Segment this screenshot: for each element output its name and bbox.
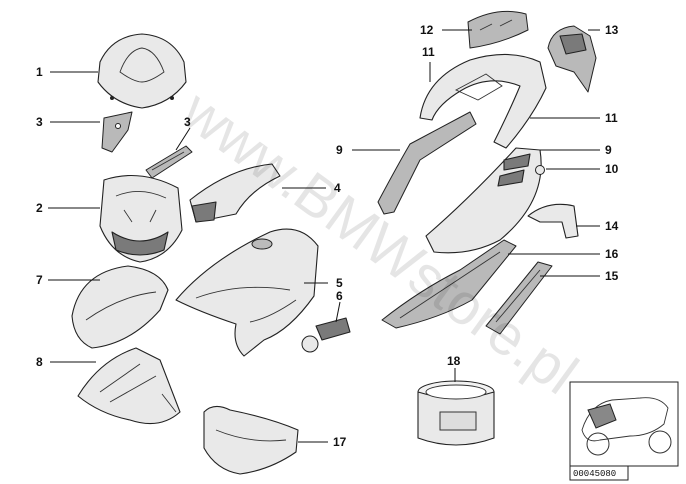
callout-15: 15 (605, 269, 619, 283)
callout-2: 2 (36, 201, 43, 215)
part-paint-tin (417, 380, 495, 446)
callout-16: 16 (605, 247, 619, 261)
callout-18: 18 (447, 354, 461, 368)
part-grommet (535, 165, 545, 175)
part-flap-6 (301, 317, 351, 353)
callout-11-right: 11 (605, 111, 618, 125)
part-inner-panel (77, 347, 181, 425)
callout-9-right: 9 (605, 143, 612, 157)
part-trim-strip (145, 145, 193, 179)
part-long-trim-16 (381, 239, 517, 329)
part-tail-cover (467, 10, 529, 49)
callout-12: 12 (420, 23, 434, 37)
part-small-cover (527, 203, 579, 239)
part-diagonal-trim (485, 261, 553, 335)
part-front-mudguard (71, 265, 169, 349)
callout-3-middle: 3 (184, 115, 191, 129)
part-front-fairing (99, 175, 183, 263)
callout-17: 17 (333, 435, 347, 449)
callout-14: 14 (605, 219, 619, 233)
callout-labels: 1 3 3 2 4 7 5 6 8 17 12 13 11 11 9 9 10 … (36, 23, 619, 449)
part-side-panel-4 (189, 163, 281, 223)
part-belly-pan (203, 405, 299, 475)
watermark: www.BMWstore.pl (170, 77, 590, 407)
callout-4: 4 (334, 181, 341, 195)
leader-lines (48, 29, 600, 443)
motorcycle-outline-icon (581, 397, 669, 442)
callout-7: 7 (36, 273, 43, 287)
callout-3-left: 3 (36, 115, 43, 129)
reference-number: 00045080 (573, 469, 616, 479)
callout-8: 8 (36, 355, 43, 369)
callout-13: 13 (605, 23, 619, 37)
callout-11-top: 11 (422, 45, 435, 59)
part-side-cover-right (425, 147, 542, 254)
part-rear-frame (419, 53, 547, 149)
part-trim-bracket-left (101, 111, 133, 153)
callout-5: 5 (336, 276, 343, 290)
callout-10: 10 (605, 162, 619, 176)
callout-9-left: 9 (336, 143, 343, 157)
callout-6: 6 (336, 289, 343, 303)
part-main-side-fairing (175, 228, 319, 357)
part-seat-trim-left (377, 111, 477, 215)
reference-thumbnail: 00045080 (569, 381, 679, 481)
callout-1: 1 (36, 65, 43, 79)
part-rear-light (547, 25, 597, 93)
part-windscreen (97, 33, 187, 109)
